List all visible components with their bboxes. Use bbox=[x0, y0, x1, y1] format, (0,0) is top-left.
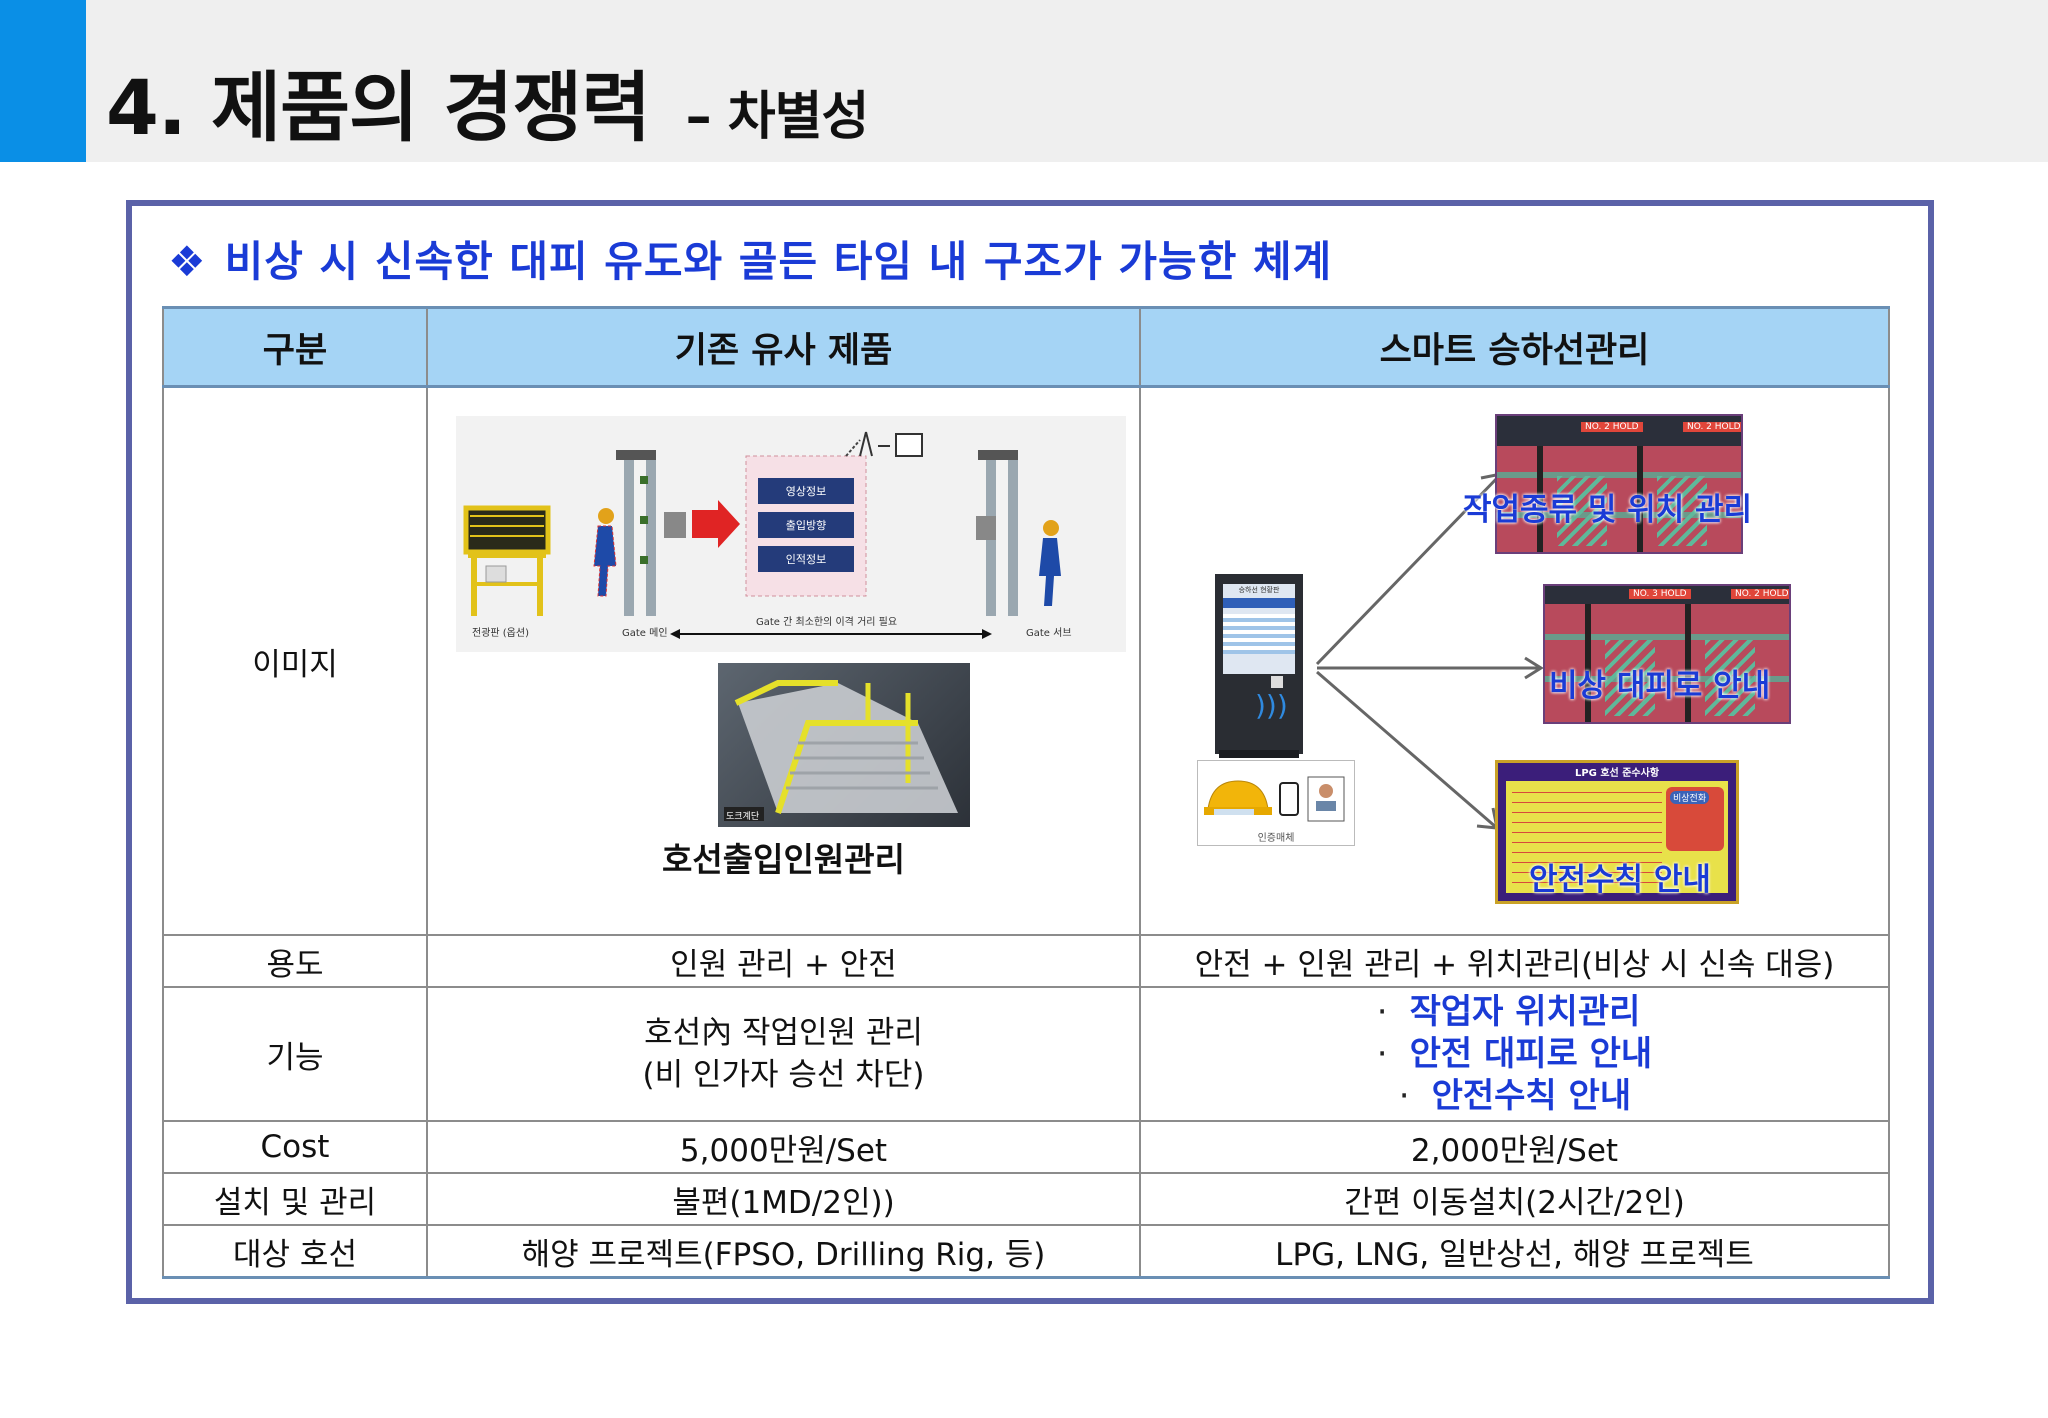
existing-gate-diagram: 영상정보 출입방향 인적정보 전광판 (옵션) Gate 메인 Gate 간 최… bbox=[456, 416, 1126, 652]
header-band bbox=[0, 0, 2048, 162]
table-row-function: 기능 호선內 작업인원 관리 (비 인가자 승선 차단) ·작업자 위치관리 ·… bbox=[162, 986, 1890, 1122]
table-row-image: 이미지 bbox=[162, 385, 1890, 936]
row-label-target: 대상 호선 bbox=[162, 1224, 428, 1279]
scene-evacuation-route: NO. 3 HOLD NO. 2 HOLD bbox=[1543, 584, 1791, 724]
function-existing-line2: (비 인가자 승선 차단) bbox=[642, 1057, 925, 1093]
scene3-title: LPG 호선 준수사항 bbox=[1574, 768, 1660, 779]
diagram-label-gate-main: Gate 메인 bbox=[622, 628, 668, 639]
row-label-use: 용도 bbox=[162, 934, 428, 988]
use-existing: 인원 관리 + 안전 bbox=[426, 934, 1141, 988]
scene2-tag-2: NO. 2 HOLD bbox=[1731, 589, 1789, 599]
comparison-table: 구분 기존 유사 제품 스마트 승하선관리 이미지 bbox=[162, 306, 1890, 1279]
scene1-label: 작업종류 및 위치 관리 bbox=[1463, 492, 1753, 528]
header-category: 구분 bbox=[162, 306, 428, 388]
dock-stair-gate-render: 도크계단 bbox=[718, 663, 970, 827]
cost-existing: 5,000만원/Set bbox=[426, 1120, 1141, 1174]
scene-safety-rules: LPG 호선 준수사항 비상전화 bbox=[1495, 760, 1739, 904]
header-smart-boarding: 스마트 승하선관리 bbox=[1139, 306, 1890, 388]
kiosk-title: 승하선 현황판 bbox=[1238, 586, 1280, 594]
arrows-overlay bbox=[1315, 472, 1544, 830]
function-smart-item: ·안전수칙 안내 bbox=[1398, 1076, 1632, 1116]
existing-image-cell: 영상정보 출입방향 인적정보 전광판 (옵션) Gate 메인 Gate 간 최… bbox=[426, 385, 1141, 936]
scene2-tag-1: NO. 3 HOLD bbox=[1629, 589, 1691, 599]
diamond-bullet-icon: ❖ bbox=[168, 237, 207, 286]
section-heading: ❖ 비상 시 신속한 대피 유도와 골든 타임 내 구조가 가능한 체계 bbox=[168, 228, 1332, 289]
diagram-label-gate-sub: Gate 서브 bbox=[1026, 628, 1072, 639]
auth-media-label: 인증매체 bbox=[1257, 833, 1295, 844]
row-label-install: 설치 및 관리 bbox=[162, 1172, 428, 1226]
row-label-image: 이미지 bbox=[162, 385, 428, 936]
section-heading-text: 비상 시 신속한 대피 유도와 골든 타임 내 구조가 가능한 체계 bbox=[224, 237, 1333, 286]
diagram-box-direction: 출입방향 bbox=[785, 519, 827, 532]
target-existing: 해양 프로젝트(FPSO, Drilling Rig, 등) bbox=[426, 1224, 1141, 1279]
function-existing-line1: 호선內 작업인원 관리 bbox=[644, 1015, 923, 1051]
use-smart: 안전 + 인원 관리 + 위치관리(비상 시 신속 대응) bbox=[1139, 934, 1890, 988]
page-title-text: 4. 제품의 경쟁력 bbox=[106, 63, 651, 152]
page-title: 4. 제품의 경쟁력 – 차별성 bbox=[106, 46, 870, 156]
smart-image-cell: ))) 승하선 현황판 인증매체 bbox=[1139, 385, 1890, 936]
function-smart-item: ·안전 대피로 안내 bbox=[1376, 1034, 1653, 1074]
install-existing: 불편(1MD/2인)) bbox=[426, 1172, 1141, 1226]
table-row-cost: Cost 5,000만원/Set 2,000만원/Set bbox=[162, 1120, 1890, 1174]
row-label-cost: Cost bbox=[162, 1120, 428, 1174]
table-row-install: 설치 및 관리 불편(1MD/2인)) 간편 이동설치(2시간/2인) bbox=[162, 1172, 1890, 1226]
existing-image-caption: 호선출입인원관리 bbox=[662, 840, 905, 879]
cost-smart: 2,000만원/Set bbox=[1139, 1120, 1890, 1174]
function-smart-item: ·작업자 위치관리 bbox=[1376, 992, 1641, 1032]
table-row-use: 용도 인원 관리 + 안전 안전 + 인원 관리 + 위치관리(비상 시 신속 … bbox=[162, 934, 1890, 988]
render-label: 도크계단 bbox=[726, 812, 760, 822]
diagram-label-distance: Gate 간 최소한의 이격 거리 필요 bbox=[756, 617, 898, 628]
table-header-row: 구분 기존 유사 제품 스마트 승하선관리 bbox=[162, 306, 1890, 388]
header-existing-product: 기존 유사 제품 bbox=[426, 306, 1141, 388]
diagram-label-signboard: 전광판 (옵션) bbox=[472, 628, 529, 639]
header-accent-bar bbox=[0, 0, 86, 162]
function-smart: ·작업자 위치관리 ·안전 대피로 안내 ·안전수칙 안내 bbox=[1139, 986, 1890, 1122]
function-smart-list: ·작업자 위치관리 ·안전 대피로 안내 ·안전수칙 안내 bbox=[1377, 991, 1652, 1117]
scene3-badge: 비상전화 bbox=[1670, 791, 1710, 804]
diagram-box-personal: 인적정보 bbox=[785, 553, 827, 566]
scene3-label: 안전수칙 안내 bbox=[1529, 862, 1711, 898]
target-smart: LPG, LNG, 일반상선, 해양 프로젝트 bbox=[1139, 1224, 1890, 1279]
kiosk-display: ))) 승하선 현황판 bbox=[1215, 574, 1303, 758]
scene1-tag-1: NO. 2 HOLD bbox=[1581, 422, 1643, 432]
function-existing: 호선內 작업인원 관리 (비 인가자 승선 차단) bbox=[426, 986, 1141, 1122]
table-row-target: 대상 호선 해양 프로젝트(FPSO, Drilling Rig, 등) LPG… bbox=[162, 1224, 1890, 1279]
scene-work-location: NO. 2 HOLD NO. 2 HOLD bbox=[1495, 414, 1743, 554]
diagram-box-video: 영상정보 bbox=[785, 485, 827, 498]
scene1-tag-2: NO. 2 HOLD bbox=[1683, 422, 1741, 432]
page-subtitle: – 차별성 bbox=[685, 87, 870, 147]
install-smart: 간편 이동설치(2시간/2인) bbox=[1139, 1172, 1890, 1226]
auth-media-box: 인증매체 bbox=[1197, 760, 1355, 846]
scene2-label: 비상 대피로 안내 bbox=[1549, 668, 1771, 704]
row-label-function: 기능 bbox=[162, 986, 428, 1122]
wifi-icon: ))) bbox=[1255, 689, 1288, 722]
